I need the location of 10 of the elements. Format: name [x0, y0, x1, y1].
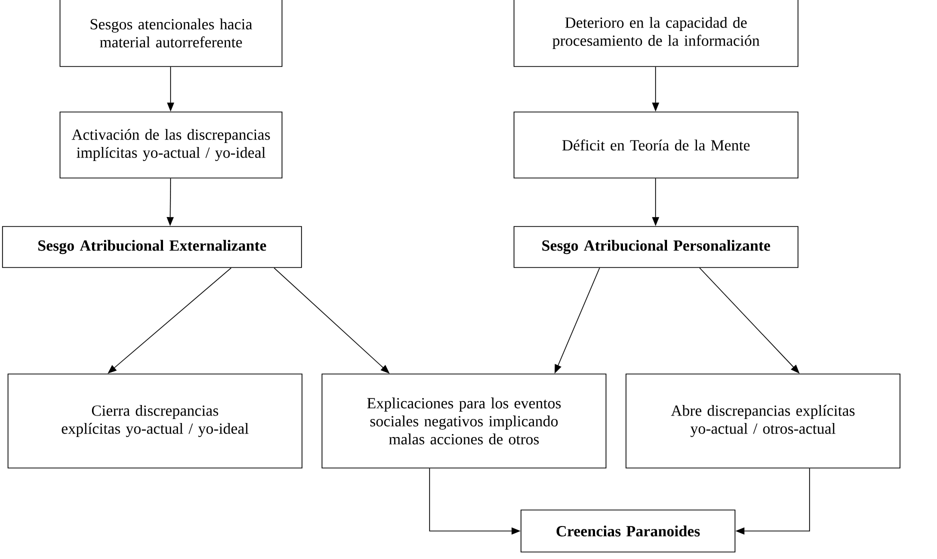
process-box: Sesgo Atribucional Externalizante	[2, 226, 302, 268]
process-box: Deterioro en la capacidad de procesamiento de la información	[514, 0, 798, 67]
process-box: Activación de las discrepancias implícitas yo-actual / yo-ideal	[60, 112, 282, 178]
process-box: Creencias Paranoides	[520, 510, 736, 552]
process-box: Sesgos atencionales hacia material autorreferente	[60, 0, 282, 67]
process-box: Déficit en Teoría de la Mente	[514, 112, 798, 178]
process-box: Abre discrepancias explícitas yo-actual / otros-actual	[626, 374, 900, 468]
process-box: Cierra discrepancias explícitas yo-actual / yo-ideal	[8, 374, 302, 468]
process-box: Explicaciones para los eventos sociales negativos implicando malas acciones de otros	[322, 374, 606, 468]
process-box: Sesgo Atribucional Personalizante	[514, 226, 798, 268]
